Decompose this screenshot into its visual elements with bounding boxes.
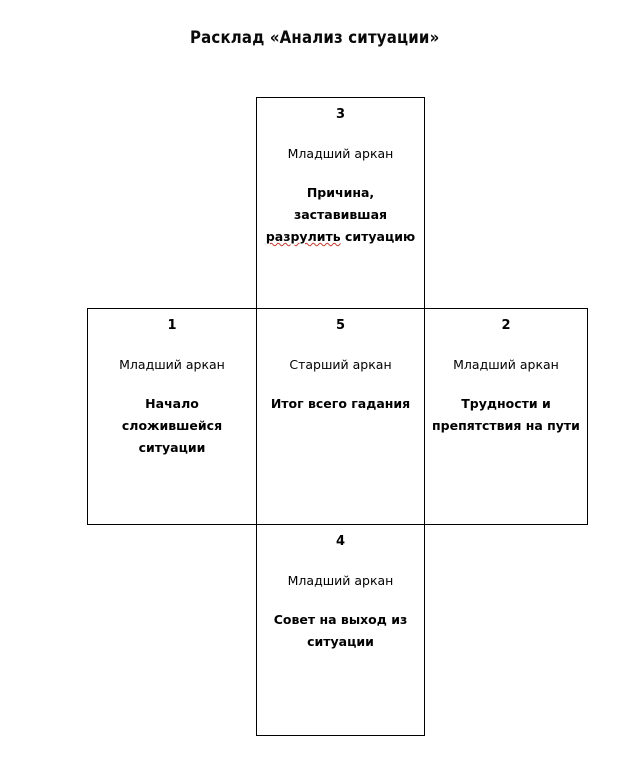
spread-card-top: 3 Младший аркан Причина, заставившая раз…: [256, 97, 425, 309]
card-arcana-4: Младший аркан: [287, 573, 394, 588]
card-meaning-4-line-1: Совет на выход из: [273, 612, 408, 627]
card-index-3: 3: [335, 107, 346, 122]
card-arcana-1: Младший аркан: [119, 357, 225, 372]
page-title-text: Расклад «Анализ ситуации»: [190, 28, 440, 48]
card-meaning-3-line-3-rest: ситуацию: [340, 229, 416, 244]
card-arcana-3: Младший аркан: [287, 146, 394, 161]
card-index-1: 1: [167, 318, 177, 333]
card-meaning-2-line-1: Трудности и: [461, 396, 551, 411]
spread-card-right: 2 Младший аркан Трудности и препятствия …: [424, 308, 588, 525]
spread-card-bottom: 4 Младший аркан Совет на выход из ситуац…: [256, 524, 425, 736]
card-meaning-2: Трудности и препятствия на пути: [425, 393, 587, 437]
card-arcana-2: Младший аркан: [453, 357, 559, 372]
card-meaning-5-line-1: Итог всего гадания: [270, 396, 411, 411]
card-meaning-1-line-2: сложившейся: [121, 418, 223, 433]
card-index-2: 2: [501, 318, 511, 333]
card-meaning-1: Начало сложившейся ситуации: [88, 393, 256, 459]
card-meaning-3-line-1: Причина,: [306, 185, 375, 200]
spread-card-center: 5 Старший аркан Итог всего гадания: [256, 308, 425, 525]
card-index-4: 4: [335, 534, 346, 549]
card-arcana-5: Старший аркан: [289, 357, 392, 372]
card-meaning-1-line-3: ситуации: [138, 440, 206, 455]
spread-card-left: 1 Младший аркан Начало сложившейся ситуа…: [87, 308, 257, 525]
card-meaning-4: Совет на выход из ситуации: [257, 609, 424, 653]
card-meaning-5: Итог всего гадания: [257, 393, 424, 415]
card-meaning-3-misspelled-word: разрулить: [265, 229, 341, 244]
card-meaning-3-line-2: заставившая: [293, 207, 388, 222]
card-index-5: 5: [335, 318, 346, 333]
card-meaning-3: Причина, заставившая разрулить ситуацию: [257, 182, 424, 248]
card-meaning-2-line-2: препятствия на пути: [432, 418, 580, 433]
page-title: Расклад «Анализ ситуации»: [0, 28, 630, 48]
card-meaning-4-line-2: ситуации: [307, 634, 374, 649]
card-meaning-1-line-1: Начало: [145, 396, 199, 411]
